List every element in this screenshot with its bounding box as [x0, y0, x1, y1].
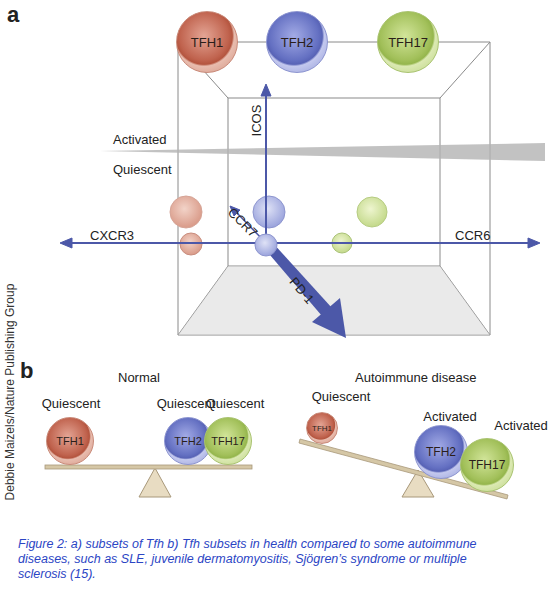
state-heading: Activated [494, 418, 547, 433]
axes [60, 84, 540, 338]
fulcrum [139, 468, 171, 497]
cell-name: TFH17 [211, 435, 245, 447]
tfh-cell: QuiescentTFH1 [306, 412, 338, 444]
quiescent-cells [170, 196, 387, 255]
cell-name: TFH2 [281, 35, 314, 50]
arrow-head [312, 298, 346, 338]
text-label: a [7, 2, 19, 28]
text-label: CXCR3 [90, 228, 134, 243]
state-heading: Quiescent [42, 396, 101, 411]
state-heading: Quiescent [312, 389, 371, 404]
cell [170, 196, 202, 228]
tfh-cell: QuiescentTFH1 [46, 417, 94, 465]
cell-name: TFH1 [312, 424, 332, 433]
tfh-cell: ActivatedTFH17 [460, 438, 514, 492]
cell-name: TFH2 [426, 445, 456, 459]
cell [255, 234, 277, 256]
text-label: Normal [118, 370, 160, 385]
tfh-cell: TFH2 [266, 11, 328, 73]
seesaw-normal [45, 465, 252, 497]
plank [45, 465, 252, 469]
arrow-head [60, 238, 72, 248]
figure-caption: Figure 2: a) subsets of Tfh b) Tfh subse… [18, 537, 498, 582]
cell [357, 197, 387, 227]
cell [253, 196, 285, 228]
cell-name: TFH17 [388, 35, 428, 50]
activation-plane [100, 143, 545, 161]
pd1-shaft [264, 242, 332, 316]
tfh-cell: QuiescentTFH17 [204, 417, 252, 465]
tfh-cell: TFH17 [377, 11, 439, 73]
text-label: b [20, 358, 33, 384]
state-heading: Activated [423, 409, 476, 424]
text-label: Activated [113, 132, 166, 147]
text-label: Quiescent [113, 162, 172, 177]
text-label: ICOS [249, 104, 264, 136]
text-label: CCR6 [455, 228, 490, 243]
tfh-cell: TFH1 [176, 11, 238, 73]
arrow-head [261, 84, 271, 96]
text-label: Autoimmune disease [355, 370, 476, 385]
cell-name: TFH1 [191, 35, 224, 50]
cell-name: TFH1 [56, 435, 84, 447]
cube-frame [178, 42, 490, 335]
cell-name: TFH17 [469, 458, 506, 472]
state-heading: Quiescent [206, 396, 265, 411]
arrow-head [528, 238, 540, 248]
cell-name: TFH2 [174, 435, 202, 447]
axis-line [265, 94, 267, 243]
text-label: Debbie Maizels/Nature Publishing Group [3, 284, 17, 501]
